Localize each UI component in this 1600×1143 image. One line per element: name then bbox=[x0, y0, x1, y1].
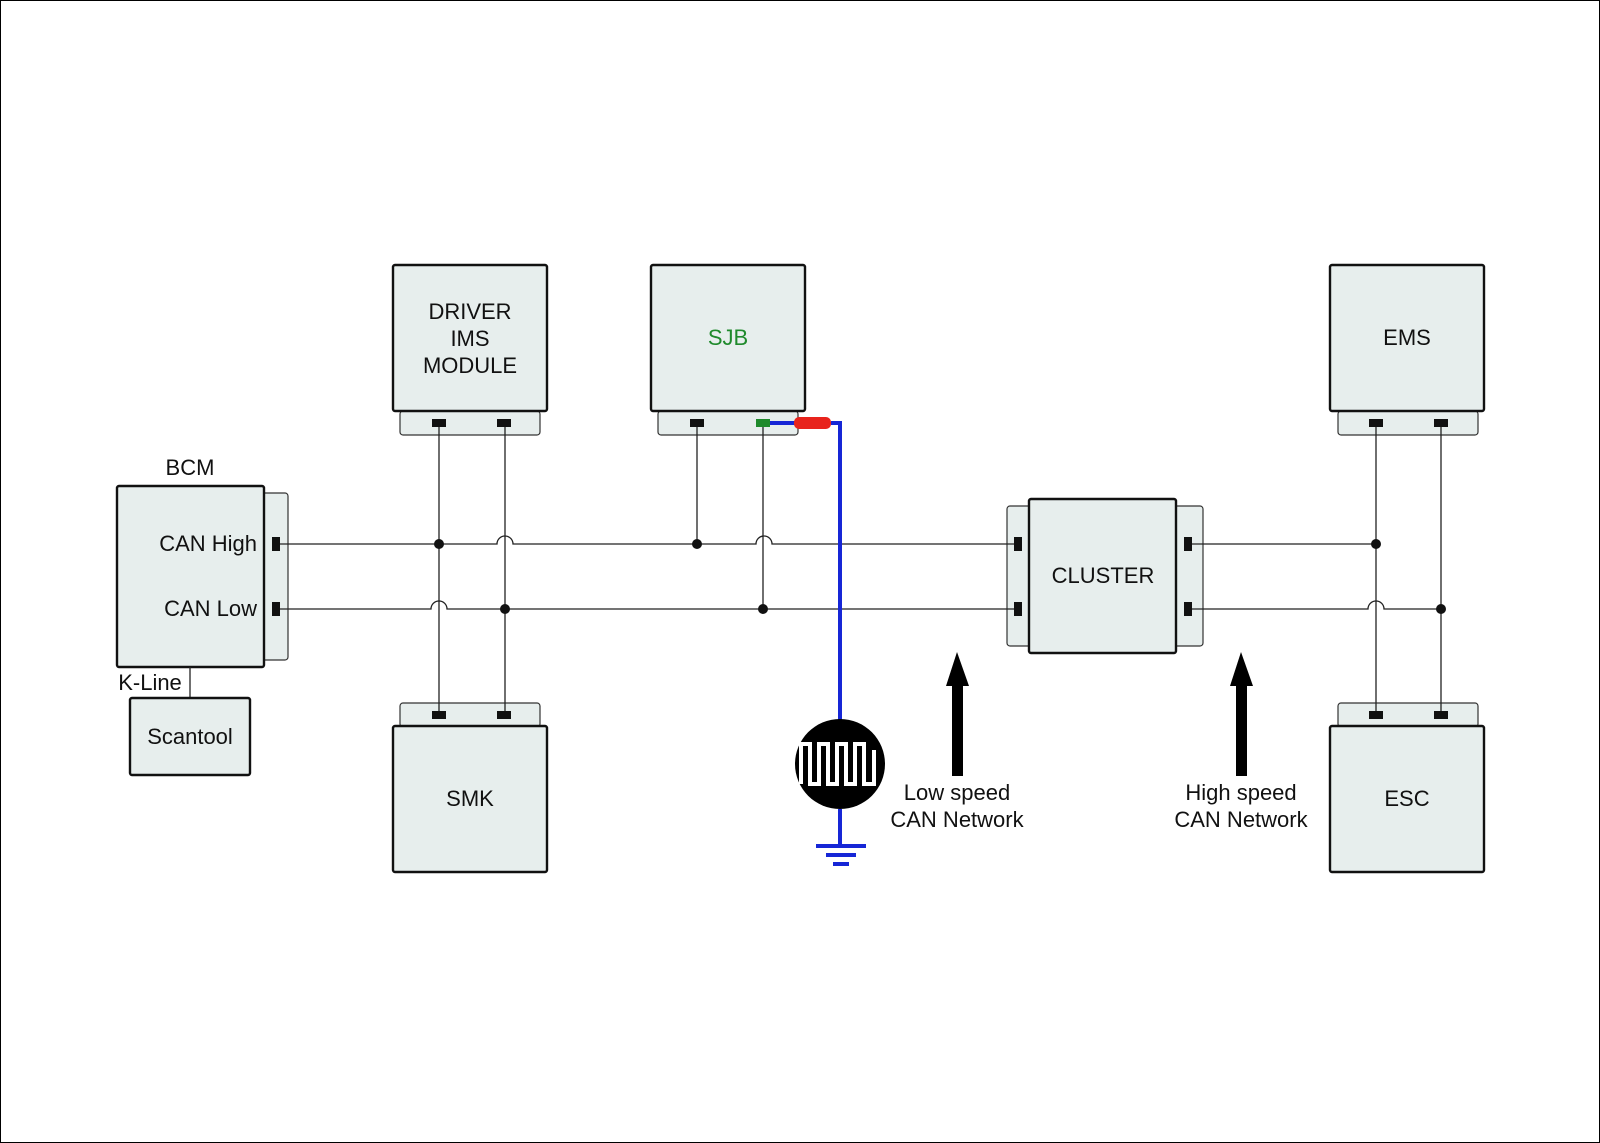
junction-dot bbox=[434, 539, 444, 549]
ems-module: EMS bbox=[1328, 263, 1486, 436]
low-speed-label-1: Low speed bbox=[904, 780, 1010, 805]
k-line-label: K-Line bbox=[118, 670, 182, 695]
junction-dot bbox=[500, 604, 510, 614]
high-speed-label-1: High speed bbox=[1185, 780, 1296, 805]
scantool-label: Scantool bbox=[147, 724, 233, 749]
ground-symbol-icon bbox=[816, 809, 866, 866]
esc-label: ESC bbox=[1384, 786, 1429, 811]
junction-dot bbox=[1436, 604, 1446, 614]
smk-module: SMK bbox=[391, 702, 549, 874]
can-low-wire-high-speed bbox=[1192, 600, 1441, 610]
sjb-label: SJB bbox=[708, 325, 748, 350]
ems-label: EMS bbox=[1383, 325, 1431, 350]
low-speed-label-2: CAN Network bbox=[890, 807, 1024, 832]
sjb-module: SJB bbox=[649, 263, 807, 436]
driver-ims-module: DRIVER IMS MODULE bbox=[391, 263, 549, 436]
junction-dot bbox=[692, 539, 702, 549]
cluster-module: CLUSTER bbox=[1006, 497, 1204, 655]
can-low-wire-low-speed bbox=[280, 600, 1014, 610]
square-wave-source-icon bbox=[795, 719, 885, 809]
driver-ims-label-1: DRIVER bbox=[428, 299, 511, 324]
bcm-module: BCM CAN High CAN Low bbox=[115, 455, 289, 669]
bcm-can-high-label: CAN High bbox=[159, 531, 257, 556]
junction-dot bbox=[758, 604, 768, 614]
high-speed-arrow-icon bbox=[1230, 652, 1253, 776]
driver-ims-label-3: MODULE bbox=[423, 353, 517, 378]
cluster-label: CLUSTER bbox=[1052, 563, 1155, 588]
smk-label: SMK bbox=[446, 786, 494, 811]
esc-module: ESC bbox=[1328, 702, 1486, 874]
can-high-wire-low-speed bbox=[280, 535, 1014, 545]
low-speed-arrow-icon bbox=[946, 652, 969, 776]
junction-dot bbox=[1371, 539, 1381, 549]
signal-probe bbox=[756, 417, 842, 720]
driver-ims-label-2: IMS bbox=[450, 326, 489, 351]
bcm-title: BCM bbox=[166, 455, 215, 480]
bcm-can-low-label: CAN Low bbox=[164, 596, 257, 621]
scantool-device: Scantool bbox=[128, 696, 252, 777]
high-speed-label-2: CAN Network bbox=[1174, 807, 1308, 832]
